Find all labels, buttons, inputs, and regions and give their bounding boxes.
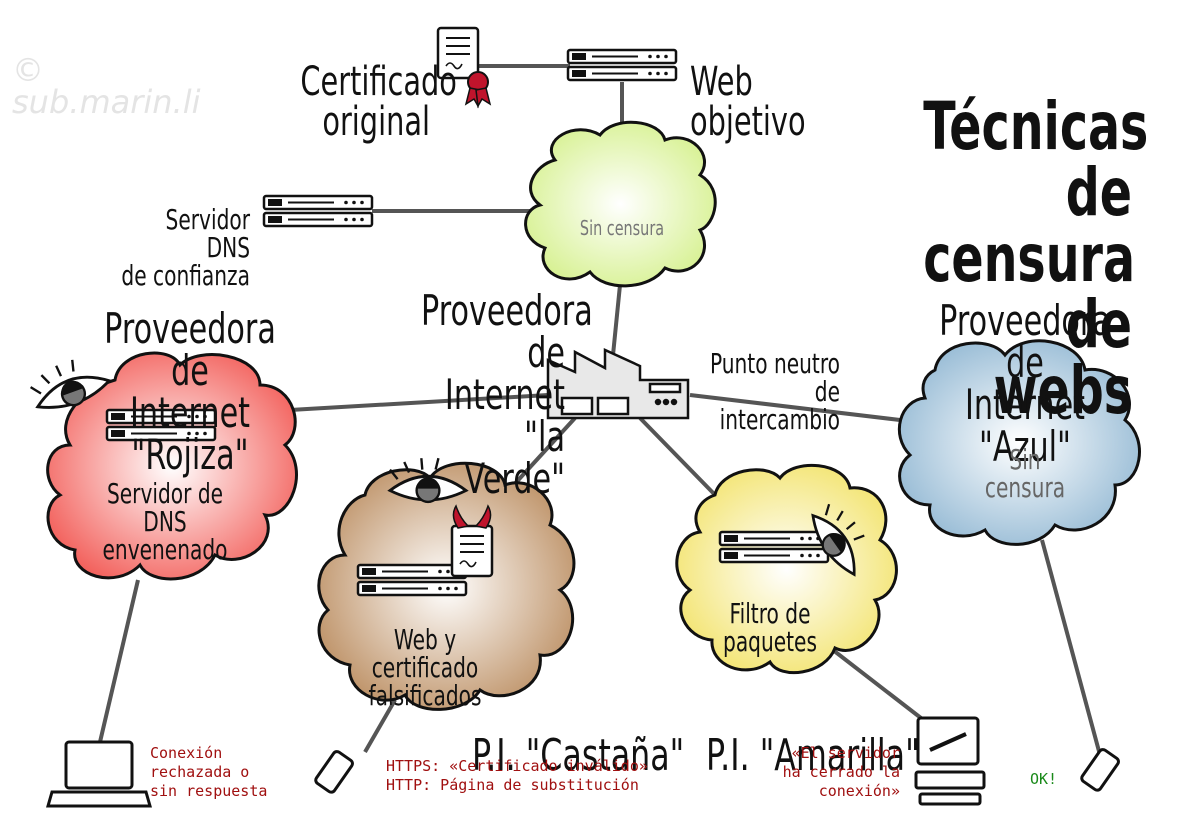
trusted-dns-server-icon [262,194,374,228]
isp-green-label: Proveedora de Internet "la Verde" [421,286,593,503]
fake-certificate-icon [450,504,494,578]
original-certificate-icon [436,26,492,109]
isp-yellow-label: P.I. "Amarilla" [706,730,920,781]
result-yellow: «El servidor ha cerrado la conexión» [782,744,900,800]
ixp-label: Punto neutro de intercambio [709,347,840,436]
line-ixp-red [289,393,549,412]
line-brown-phone [363,699,397,753]
original-certificate-label: Certificado original [300,59,457,145]
blue-cloud-label: Sin censura [984,443,1066,504]
line-blue-phone [1040,539,1102,756]
phone-icon-blue [1080,748,1120,792]
line-yellow-desktop [818,638,932,727]
target-web-server-icon [566,48,678,82]
watermark: © sub.marin.li [12,51,201,121]
line-green-ixp [610,284,622,366]
red-cloud-label: Servidor de DNS envenenado [102,477,228,566]
page-title: Técnicas de censura de webs [923,88,1149,429]
trusted-dns-label: Servidor DNS de confianza [121,203,250,292]
yellow-cloud-label: Filtro de paquetes [723,597,817,658]
line-red-laptop [98,579,140,743]
yellow-cloud [675,463,898,675]
green-cloud [524,120,717,288]
result-red: Conexión rechazada o sin respuesta [150,744,268,800]
line-ixp-yellow [638,416,722,502]
isp-brown-label: P.I. "Castaña" [472,730,685,781]
result-blue: OK! [1030,770,1058,788]
copyright-icon: © [12,51,44,89]
green-cloud-label: Sin censura [579,216,665,240]
target-web-label: Web objetivo [690,59,806,145]
phone-icon-brown [314,750,354,794]
ixp-building-icon [546,348,690,420]
isp-red-label: Proveedora de Internet "Rojiza" [104,304,276,479]
desktop-computer-icon [914,716,986,806]
laptop-icon [46,740,152,808]
isp-blue-label: Proveedora de Internet "Azul" [939,296,1111,471]
brown-cloud-label: Web y certificado falsificados [368,623,482,712]
blue-cloud [897,339,1141,546]
line-ixp-blue [689,393,901,422]
connection-lines [98,64,1102,756]
result-brown: HTTPS: «Certificado inválido» HTTP: Pági… [386,757,648,794]
